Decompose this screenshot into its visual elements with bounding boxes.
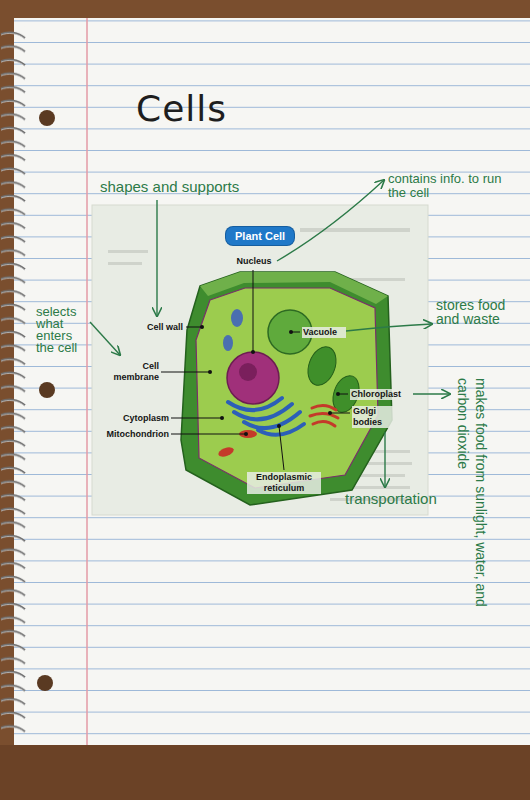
part-label: Chloroplast [350,389,412,400]
handwritten-note: makes food from sunlight, water, and car… [454,378,490,618]
part-label: Nucleus [232,256,276,267]
page-title: Cells [136,88,227,129]
punch-hole [39,110,55,126]
spiral-binding [0,26,26,738]
punch-hole [37,675,53,691]
badge-text: Plant Cell [235,230,285,242]
part-label: Cell membrane [106,361,160,383]
part-label: Cell wall [130,322,184,333]
part-label: Golgi bodies [352,406,396,428]
title-badge: Plant Cell [226,227,294,245]
part-label: Mitochondrion [94,429,170,440]
part-label: Vacuole [302,327,346,338]
picture-card [92,205,428,515]
part-label: Endoplasmic reticulum [247,472,321,494]
handwritten-note: contains info. to run the cell [388,172,516,200]
part-label: Cytoplasm [112,413,170,424]
handwritten-note: shapes and supports [100,178,275,195]
handwritten-note: selects what enters the cell [36,306,86,354]
handwritten-note: stores food and waste [436,298,512,326]
ruled-lines [14,18,530,745]
paper [14,18,530,745]
desk-edge [0,745,530,800]
handwritten-note: transportation [345,490,485,507]
margin-line [86,18,88,745]
leader-dots [200,325,340,436]
handwritten-arrows [90,180,450,487]
leader-lines [161,270,350,470]
punch-hole [39,382,55,398]
